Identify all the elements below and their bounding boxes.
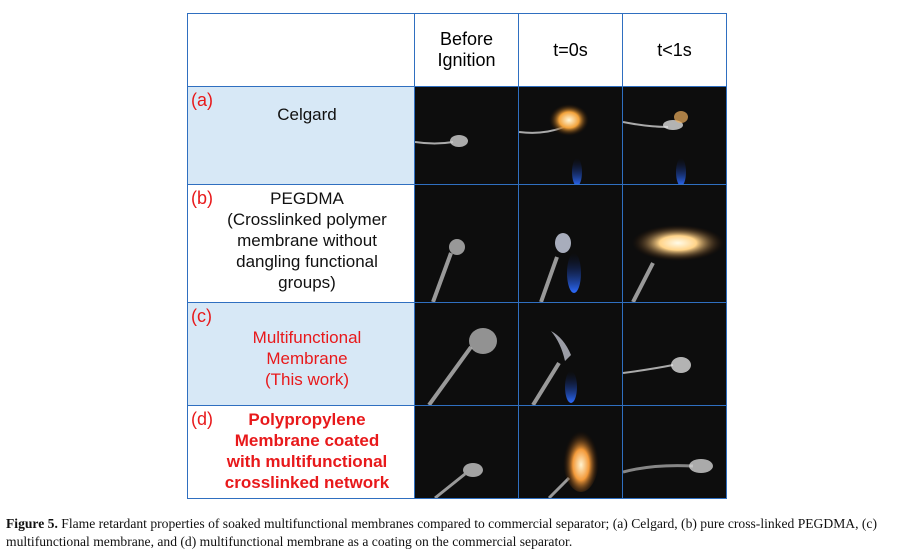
row-c-label: Multifunctional Membrane (This work) [252,328,362,389]
figure-caption: Figure 5. Flame retardant properties of … [6,515,910,551]
row-d-before-photo [414,405,519,499]
header-t0: t=0s [518,13,623,87]
header-before-ignition-text: Before Ignition [437,29,496,70]
row-c-before-photo [414,302,519,406]
row-b-t1-photo [622,184,727,303]
row-b-label-cell: (b) PEGDMA (Crosslinked polymer membrane… [187,184,415,303]
table-row-b: (b) PEGDMA (Crosslinked polymer membrane… [187,184,727,303]
table-row-c: (c) Multifunctional Membrane (This work) [187,302,727,406]
header-t1-text: t<1s [657,39,692,60]
row-d-label: Polypropylene Membrane coated with multi… [224,410,390,492]
row-a-t1-photo [622,86,727,185]
row-d-label-cell: (d) Polypropylene Membrane coated with m… [187,405,415,499]
row-b-before-photo [414,184,519,303]
row-c-letter: (c) [191,306,212,326]
row-d-t0-photo [518,405,623,499]
table-row-d: (d) Polypropylene Membrane coated with m… [187,405,727,499]
flame-test-figure-table: Before Ignition t=0s t<1s (a) Celgard [187,13,727,499]
header-t0-text: t=0s [553,39,588,60]
row-b-t0-photo [518,184,623,303]
row-a-label: Celgard [277,105,337,124]
row-a-letter: (a) [191,90,213,110]
row-a-t0-photo [518,86,623,185]
row-a-before-photo [414,86,519,185]
row-b-letter: (b) [191,188,213,208]
row-a-label-cell: (a) Celgard [187,86,415,185]
row-d-t1-photo [622,405,727,499]
row-c-t1-photo [622,302,727,406]
row-c-t0-photo [518,302,623,406]
figure-label: Figure 5. [6,516,58,531]
row-c-label-cell: (c) Multifunctional Membrane (This work) [187,302,415,406]
header-row: Before Ignition t=0s t<1s [187,13,727,87]
header-before-ignition: Before Ignition [414,13,519,87]
header-empty-cell [187,13,415,87]
row-d-letter: (d) [191,409,213,429]
figure-caption-text: Flame retardant properties of soaked mul… [6,516,877,549]
header-t1: t<1s [622,13,727,87]
table-row-a: (a) Celgard [187,86,727,185]
row-b-label: PEGDMA (Crosslinked polymer membrane wit… [227,189,387,292]
